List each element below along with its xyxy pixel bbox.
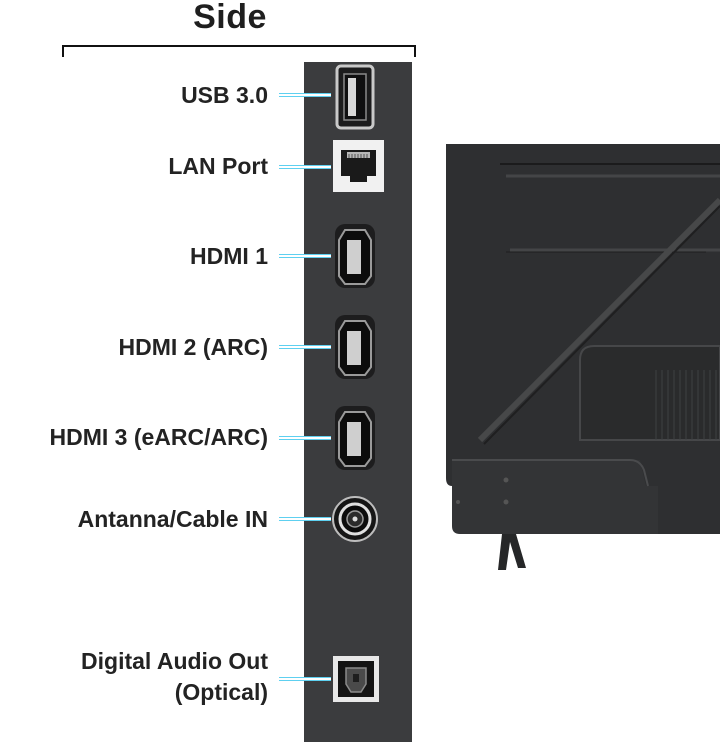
- hdmi-port-icon: [335, 224, 375, 288]
- label-optical-line2: (Optical): [174, 679, 268, 705]
- side-heading: Side: [193, 0, 267, 36]
- label-hdmi3: HDMI 3 (eARC/ARC): [49, 424, 269, 450]
- ethernet-port-icon: [333, 140, 384, 192]
- label-optical-line1: Digital Audio Out: [81, 648, 268, 674]
- optical-port-icon: [333, 656, 379, 702]
- label-antenna: Antanna/Cable IN: [77, 506, 268, 532]
- leader-line-usb: [279, 93, 331, 97]
- usb-port-icon: [335, 64, 375, 130]
- leader-line-optical: [279, 677, 331, 681]
- label-hdmi2: HDMI 2 (ARC): [118, 334, 269, 360]
- leader-line-hdmi3: [279, 436, 331, 440]
- leader-line-antenna: [279, 517, 331, 521]
- coaxial-port-icon: [332, 496, 378, 542]
- label-usb: USB 3.0: [181, 82, 268, 108]
- label-lan: LAN Port: [168, 153, 268, 179]
- side-bracket: [62, 45, 416, 57]
- leader-line-lan: [279, 165, 331, 169]
- hdmi-port-icon: [335, 406, 375, 470]
- tv-back-illustration: [446, 144, 720, 570]
- leader-line-hdmi1: [279, 254, 331, 258]
- hdmi-port-icon: [335, 315, 375, 379]
- label-hdmi1: HDMI 1: [190, 243, 268, 269]
- leader-line-hdmi2: [279, 345, 331, 349]
